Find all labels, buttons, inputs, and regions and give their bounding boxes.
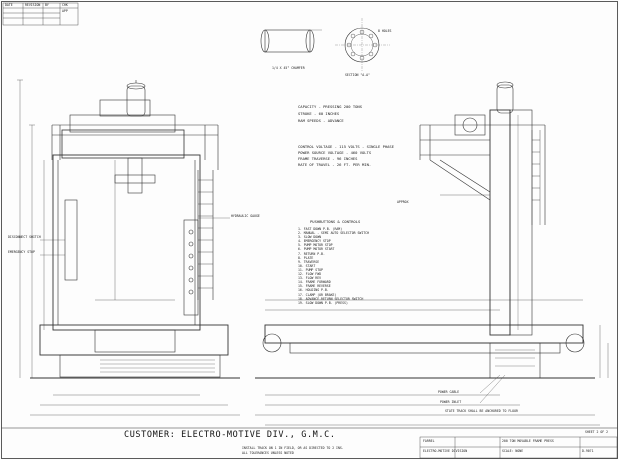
title-block [419,436,618,459]
note-line: CAPACITY - PRESSING 200 TONS [298,104,363,109]
customer-label: CUSTOMER: ELECTRO-MOTIVE DIV., G.M.C. [124,430,336,440]
revision-box [2,2,79,26]
flange-detail [260,18,390,72]
list-item: 19. SLOW DOWN P.B. (PRESS) [298,300,348,305]
side-view [255,81,609,426]
power-cable-callout: POWER CABLE [438,390,460,394]
gauge-callout: HYDRAULIC GAUGE [231,214,260,218]
list-item: 12. FLOW FWD [298,272,322,277]
list-item: 7. RETURN P.B. [298,251,325,256]
front-view [17,79,240,416]
disconnect-callout: DISCONNECT SWITCH [8,235,41,239]
section-label: SECTION "A-A" [345,73,370,77]
note-line: FRAME TRAVERSE - 96 INCHES [298,156,358,161]
header-cell: CHK [62,3,68,7]
list-item: 15. FRAME REVERSE [298,284,331,289]
holes-callout: 8 HOLES [378,29,392,33]
note-line: RAM SPEEDS - ADVANCE [298,118,344,123]
list-item: 2. MANUAL - SEMI AUTO SELECTOR SWITCH [298,231,370,236]
header-cell: DATE [5,3,13,7]
list-item: 5. PUMP MOTOR STOP [298,243,333,248]
note-line: POWER SOURCE VOLTAGE - 460 VOLTS [298,150,372,155]
list-item: 13. FLOW REV [298,276,322,281]
note-line: CONTROL VOLTAGE - 115 VOLTS - SINGLE PHA… [298,144,395,149]
sheet-label: SHEET 2 OF 2 [585,430,609,434]
list-item: 4. EMERGENCY STOP [298,239,331,244]
list-item: 8. PLATE [298,255,314,260]
emergency-callout: EMERGENCY STOP [8,250,35,254]
approx-label: APPROX [397,200,409,204]
list-item: 3. SLOW DOWN [298,235,322,240]
company-text: FARREL [423,439,435,443]
pushbuttons-title: PUSHBUTTONS & CONTROLS [310,219,361,224]
list-item: 17. CLAMP (OR BRAKE) [298,292,337,297]
list-item: 10. START [298,263,316,268]
list-item: 18. ADVANCE-RETURN SELECTOR SWITCH [298,296,364,301]
list-item: 6. PUMP MOTOR START [298,247,335,252]
header-cell: BY [45,3,49,7]
power-inlet-callout: POWER INLET [440,400,462,404]
list-item: 1. FAST DOWN P.B. (RAM) [298,227,343,231]
note-line: STROKE - 60 INCHES [298,111,340,116]
list-item: 9. TRAVERSE [298,259,320,264]
header-cell: APP [62,9,68,13]
notes-block-line: ALL TOLERANCES UNLESS NOTED [242,451,294,455]
chamfer-callout: 1/4 X 45° CHAMFER [272,66,305,70]
list-item: 14. FRAME FORWARD [298,280,331,285]
drawing-number: D-9071 [582,449,594,453]
note-line: RATE OF TRAVEL - 26 FT. PER MIN. [298,162,372,167]
sub-text: ELECTRO-MOTIVE DIVISION [423,449,468,453]
list-item: 16. HOLDING P.B. [298,288,329,293]
list-item: 11. PUMP STOP [298,267,323,272]
scale-text: SCALE: NONE [502,449,524,453]
ref-note: STATE TRACK SHALL BE ANCHORED TO FLOOR [445,409,518,413]
header-cell: REVISION [25,3,41,7]
pushbutton-list: 1. FAST DOWN P.B. (RAM) 2. MANUAL - SEMI… [298,227,369,305]
notes-block-line: INSTALL TRACK ON 1 IN FIELD, OR AS DIREC… [242,446,344,450]
title-text: 200 TON MOVABLE FRAME PRESS [502,439,554,443]
